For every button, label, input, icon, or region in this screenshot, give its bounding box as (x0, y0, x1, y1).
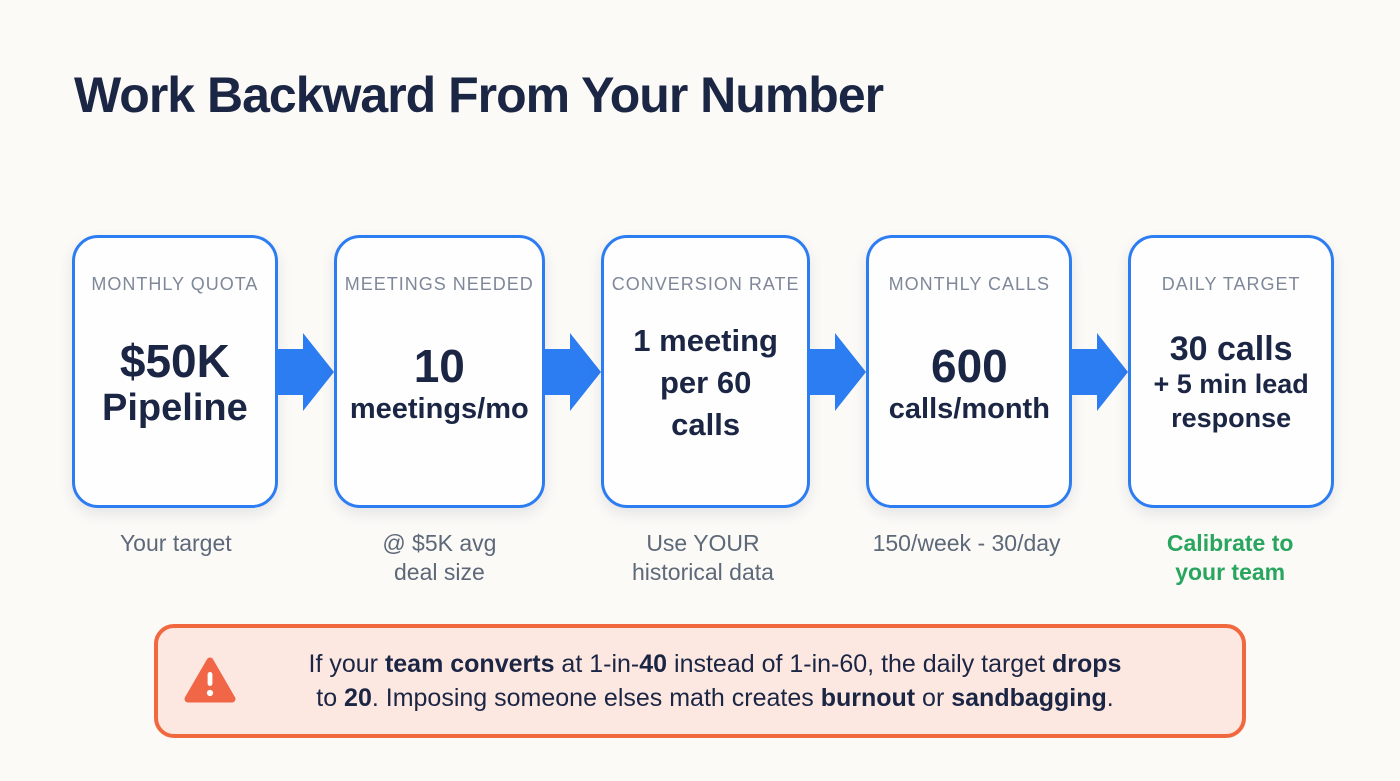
card-daily-target: DAILY TARGET 30 calls + 5 min lead respo… (1128, 235, 1335, 508)
warning-triangle-icon (184, 656, 236, 706)
caption-monthly-quota: Your target (119, 530, 232, 556)
card-conversion-rate: CONVERSION RATE 1 meeting per 60 calls (600, 235, 811, 508)
card-meetings-needed: MEETINGS NEEDED 10 meetings/mo (333, 235, 545, 508)
card-value-sub: calls/month (888, 392, 1050, 425)
card-value-main: 10 (413, 340, 465, 392)
flow-arrow-icon (277, 235, 334, 508)
captions-row: Your target @ $5K avg deal size Use YOUR… (72, 529, 1334, 586)
card-value-main: 30 calls (1169, 330, 1293, 369)
flow-arrow-icon (810, 235, 867, 508)
card-monthly-calls: MONTHLY CALLS 600 calls/month (866, 235, 1073, 508)
card-value-sub: meetings/mo (349, 392, 529, 425)
caption-daily-target: Calibrate to your team (1166, 530, 1294, 585)
card-label: MONTHLY CALLS (888, 274, 1051, 294)
caption-conversion-rate: Use YOUR historical data (632, 530, 774, 585)
card-value: 30 calls + 5 min lead response (1153, 295, 1308, 471)
warning-text: If your team converts at 1-in-40 instead… (308, 649, 1122, 713)
flow-arrow-icon (544, 235, 601, 508)
flow-diagram: MONTHLY QUOTA $50K Pipeline MEETINGS NEE… (72, 235, 1335, 508)
card-value: 1 meeting per 60 calls (633, 295, 778, 471)
card-label: CONVERSION RATE (611, 274, 800, 294)
card-value-main: $50K (119, 334, 230, 387)
card-value-sub: + 5 min lead response (1153, 369, 1309, 434)
card-label: MEETINGS NEEDED (344, 274, 534, 294)
flow-arrow-icon (1072, 235, 1129, 508)
card-value: 600 calls/month (889, 295, 1050, 471)
page-title: Work Backward From Your Number (74, 67, 884, 123)
card-value-main: 600 (930, 340, 1008, 392)
card-monthly-quota: MONTHLY QUOTA $50K Pipeline (72, 235, 278, 508)
card-value: $50K Pipeline (102, 295, 248, 471)
card-value-main: 1 meeting per 60 calls (633, 323, 778, 442)
card-value-sub: Pipeline (102, 387, 248, 430)
card-label: MONTHLY QUOTA (91, 274, 259, 294)
warning-callout: If your team converts at 1-in-40 instead… (154, 624, 1246, 738)
caption-meetings-needed: @ $5K avg deal size (382, 530, 497, 585)
caption-monthly-calls: 150/week - 30/day (872, 530, 1061, 556)
card-label: DAILY TARGET (1161, 274, 1301, 294)
card-value: 10 meetings/mo (350, 295, 529, 471)
